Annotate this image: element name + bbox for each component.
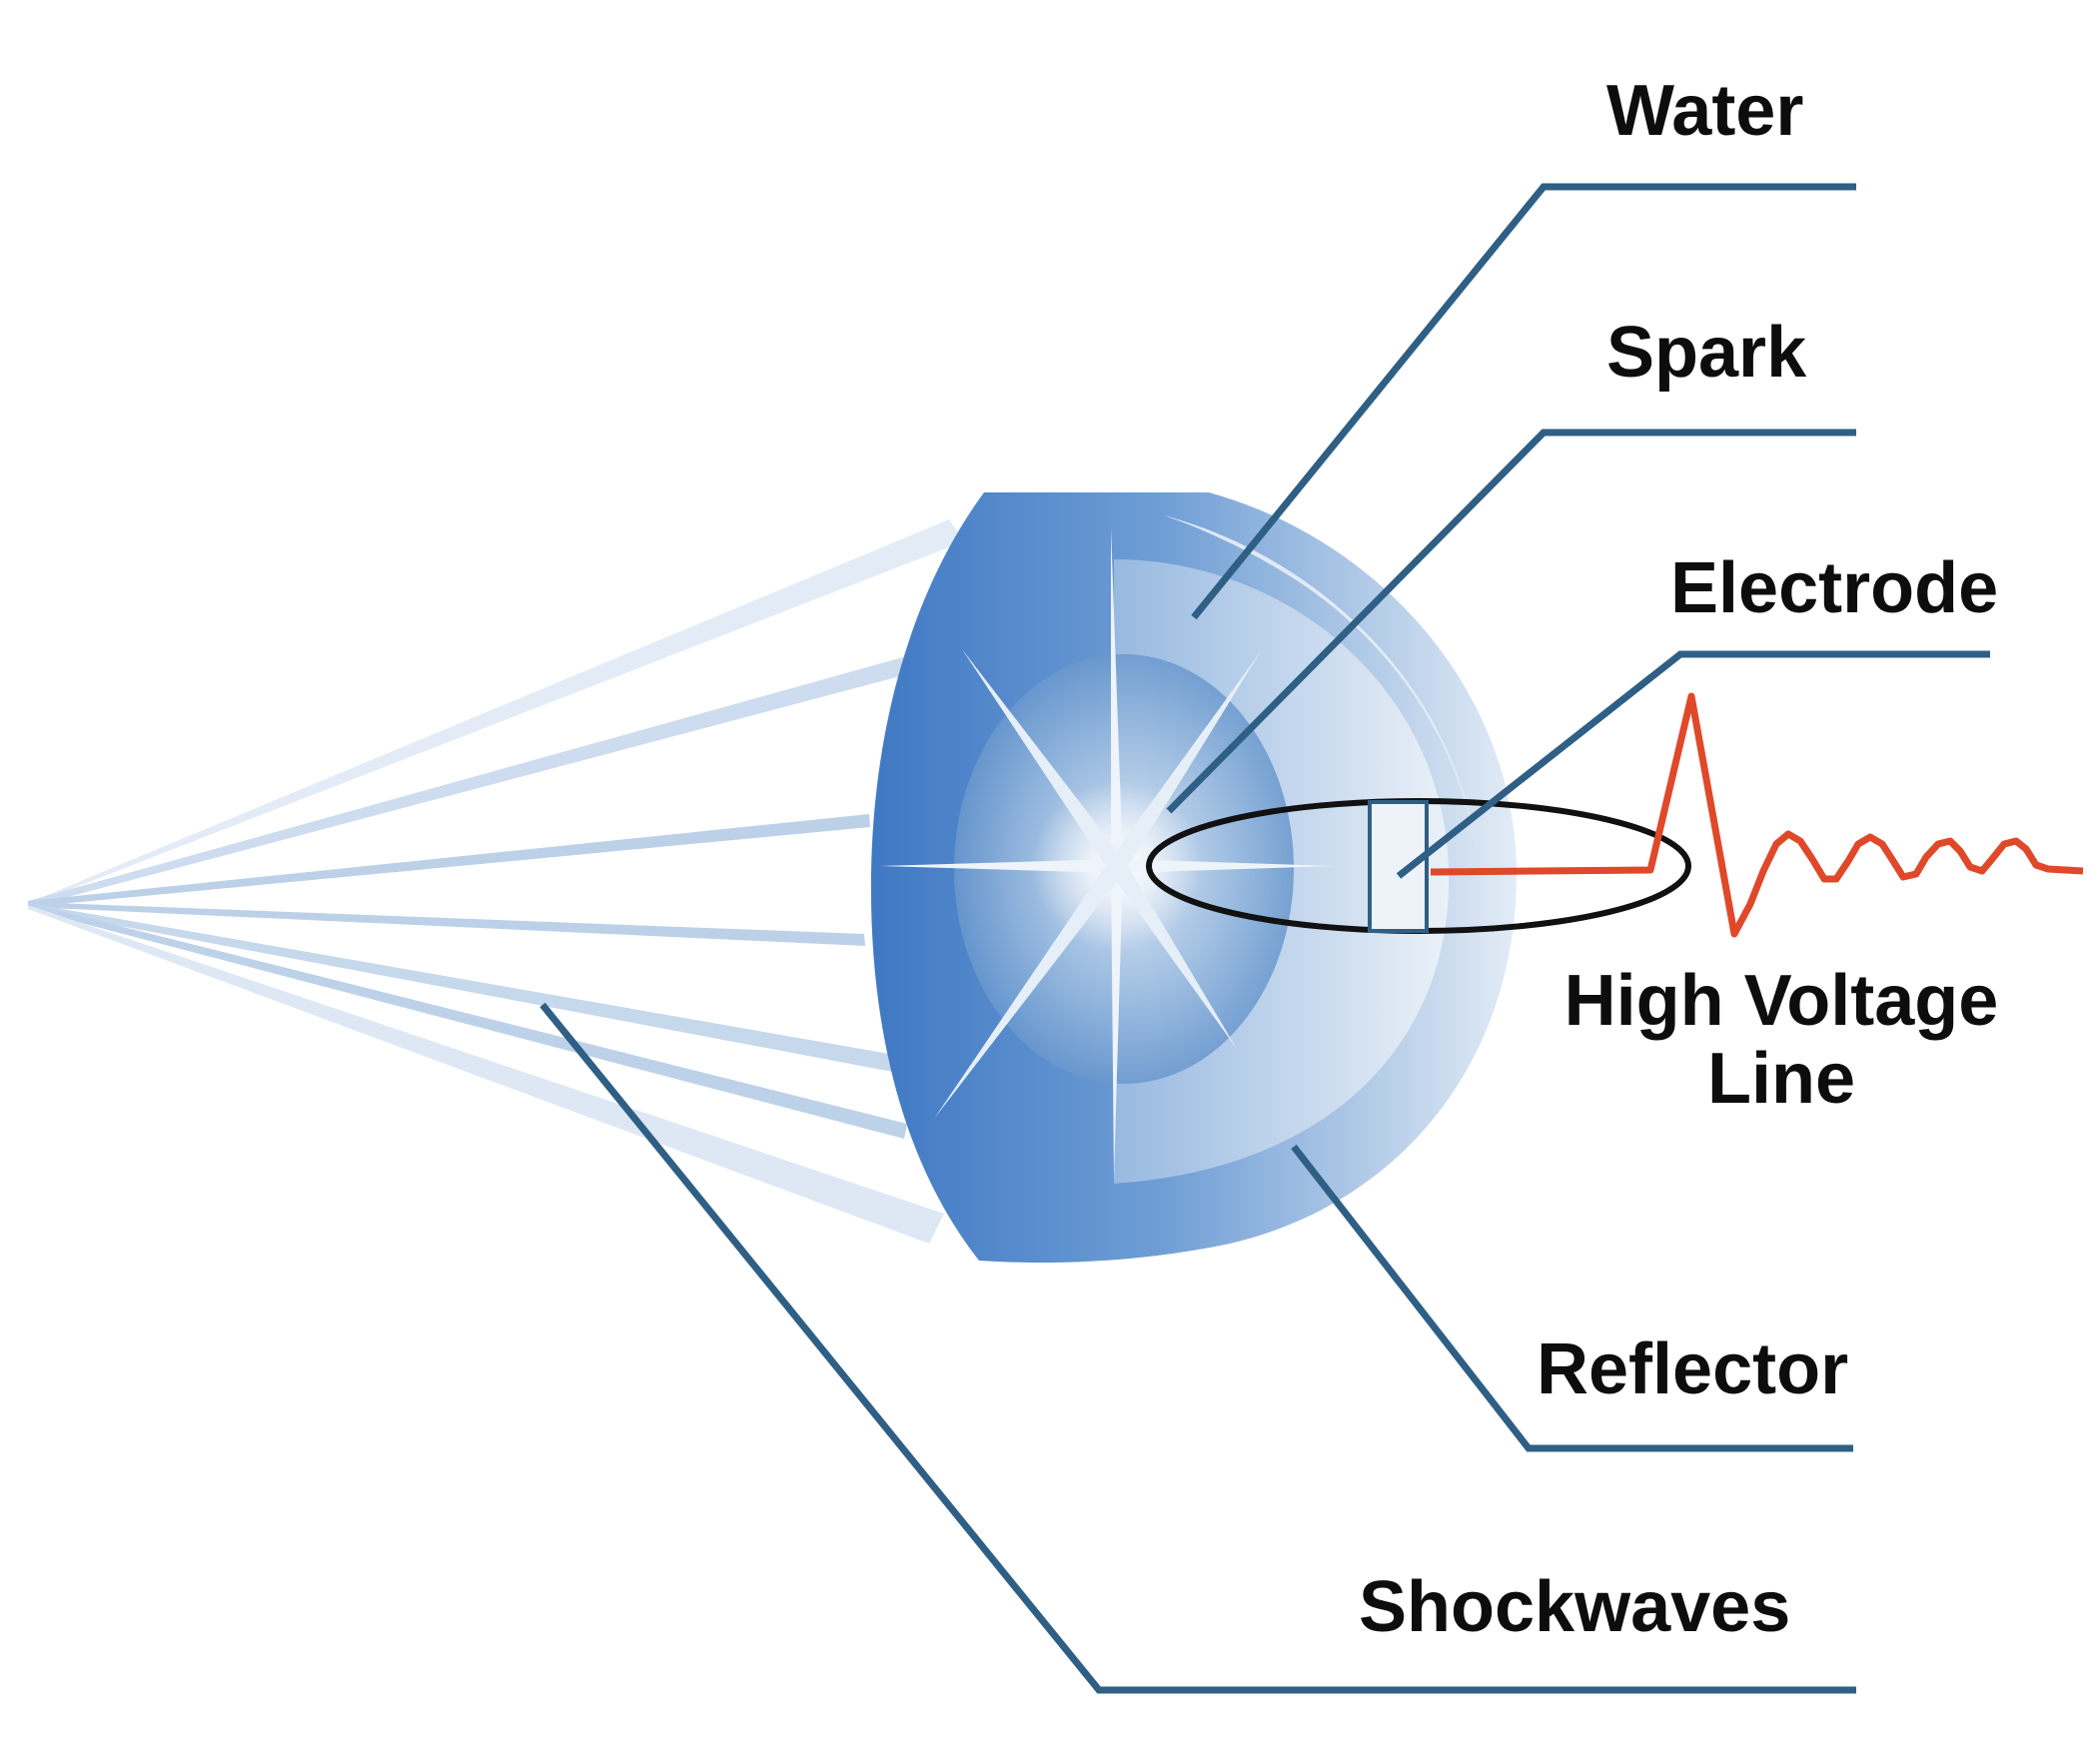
labels: Water Spark Electrode High Voltage Line … xyxy=(1359,71,1998,1647)
high-voltage-label-line2: Line xyxy=(1707,1039,1855,1119)
electrode xyxy=(1368,800,1429,933)
shockwave-rays xyxy=(28,519,1117,1244)
electrode-leader-line xyxy=(1396,650,1990,879)
reflector-label: Reflector xyxy=(1537,1329,1848,1409)
spark-ray-ll xyxy=(934,861,1125,1119)
spark-ray-right xyxy=(1117,859,1334,873)
shockwave-ray-3 xyxy=(28,902,865,946)
spark-ray-up xyxy=(1111,527,1123,866)
spark-leader-line xyxy=(1166,429,1856,814)
spark-ray-ur xyxy=(1109,651,1261,871)
shockwave-ray-bottom xyxy=(28,905,944,1244)
leader-lines xyxy=(539,183,1990,1694)
spark xyxy=(879,527,1334,1179)
shockwave-ray-5 xyxy=(28,903,907,1139)
electrode-label: Electrode xyxy=(1670,548,1998,628)
shockwaves-leader-line xyxy=(539,1002,1856,1694)
reflector-leader-line xyxy=(1291,1144,1853,1452)
spark-ray-lr xyxy=(1109,861,1237,1049)
spark-label: Spark xyxy=(1606,313,1807,393)
high-voltage-label-line1: High Voltage xyxy=(1565,961,1999,1041)
spark-ray-ul xyxy=(962,649,1125,871)
spark-ray-down xyxy=(1111,866,1123,1179)
shockwaves-label: Shockwaves xyxy=(1359,1567,1790,1647)
shockwave-ray-1 xyxy=(28,599,1115,907)
shockwave-ray-4 xyxy=(28,903,1117,1114)
high-voltage-signal xyxy=(1430,692,2084,938)
shockwave-ray-top xyxy=(28,519,964,905)
shockwave-ray-2 xyxy=(28,814,870,907)
water-leader-line xyxy=(1191,183,1856,620)
electrode-assembly xyxy=(1146,798,1691,934)
water-label: Water xyxy=(1606,71,1803,151)
spark-ray-left xyxy=(879,859,1117,873)
